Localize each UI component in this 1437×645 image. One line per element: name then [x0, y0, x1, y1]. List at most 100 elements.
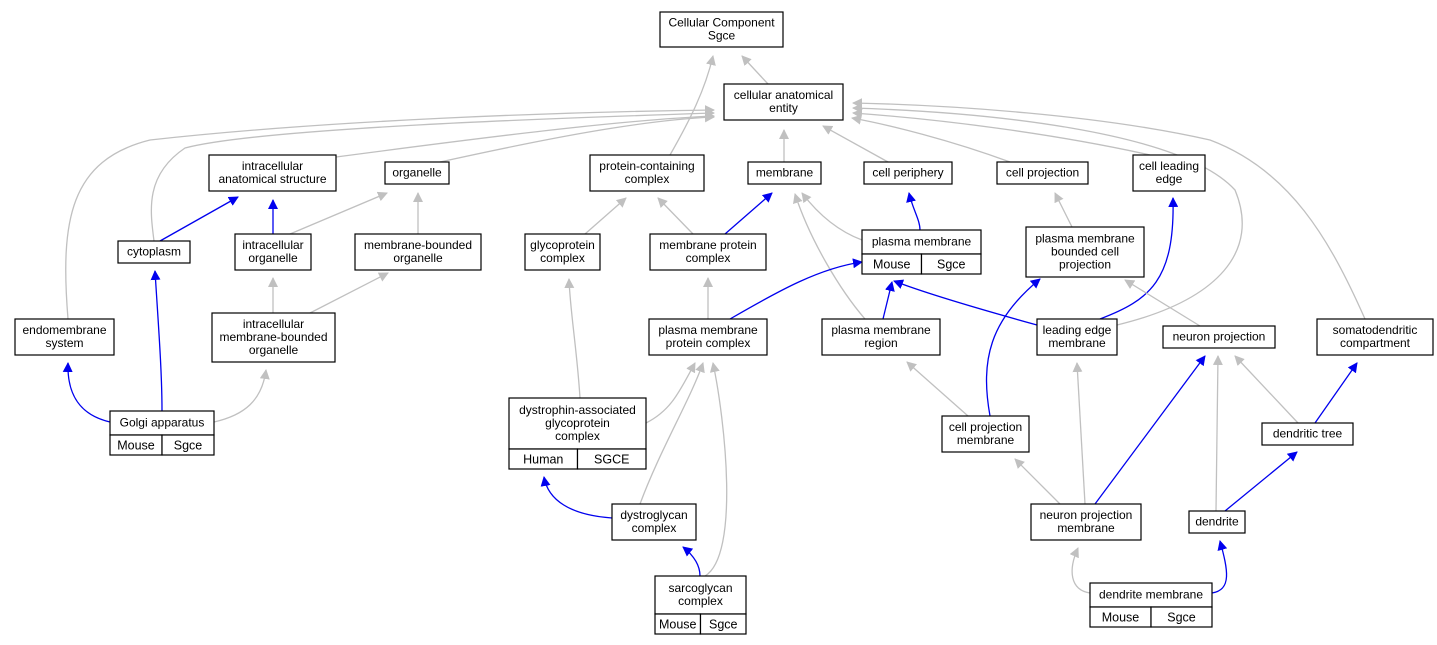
term-label-line: neuron projection	[1040, 508, 1133, 522]
term-label-line: organelle	[249, 343, 299, 357]
edge-pcc-to-cc	[669, 55, 716, 156]
term-box	[611, 503, 697, 541]
edge-cle-to-cae	[852, 108, 1151, 156]
annotation-cell-label: Sgce	[1167, 611, 1196, 625]
annotation-cell-label: Mouse	[873, 258, 911, 272]
term-node-dt[interactable]: dendritic tree	[1261, 422, 1354, 446]
edge-ias-to-cae	[335, 111, 715, 158]
term-label-line: projection	[1059, 258, 1111, 272]
term-label-line: complex	[632, 521, 677, 535]
annotation-cell-label: Sgce	[709, 618, 738, 632]
term-label-line: complex	[540, 251, 585, 265]
term-box	[1261, 422, 1354, 446]
annotation-species-cell: Mouse	[861, 253, 923, 275]
annotation-cell-label: Sgce	[174, 439, 203, 453]
term-box	[211, 312, 336, 363]
term-label-line: intracellular	[242, 238, 303, 252]
edge-endo-to-cae	[65, 105, 715, 320]
edge-dendrite-to-np	[1212, 355, 1223, 512]
term-label-line: organelle	[392, 166, 442, 180]
annotation-cell-label: Sgce	[937, 258, 966, 272]
edge-mpc-to-membrane	[724, 192, 773, 235]
annotation-gene-cell: Sgce	[920, 253, 982, 275]
term-box	[941, 415, 1030, 453]
term-box	[863, 161, 953, 185]
edge-golgi-to-cytoplasm	[150, 270, 163, 412]
term-node-cellprojection[interactable]: cell projection	[996, 161, 1089, 185]
edge-lem-to-pm	[893, 279, 1038, 326]
term-label-line: intracellular	[242, 159, 303, 173]
term-node-dendrite[interactable]: dendrite	[1188, 510, 1246, 534]
edge-dt-to-np	[1234, 355, 1299, 424]
term-box	[1030, 503, 1142, 541]
edge-npm-to-np	[1094, 355, 1206, 505]
term-label-line: plasma membrane	[831, 323, 931, 337]
edge-golgi-to-endo	[62, 362, 111, 423]
term-label-line: membrane	[957, 433, 1015, 447]
term-box	[384, 161, 450, 185]
term-node-dagc[interactable]: dystrophin-associatedglycoproteincomplex…	[508, 397, 647, 470]
edge-npm-to-cpm	[1014, 458, 1061, 505]
term-box	[1162, 325, 1276, 349]
edge-dt-to-sdc	[1314, 362, 1358, 424]
edge-cae-to-cc	[741, 55, 769, 85]
term-box	[659, 11, 784, 48]
edge-imbo-to-mbo	[309, 272, 389, 314]
edge-golgi-to-imbo	[213, 369, 270, 423]
term-label-line: cellular anatomical	[734, 88, 833, 102]
term-box	[821, 318, 941, 356]
edge-pm-to-membrane	[801, 192, 863, 241]
term-label-line: leading edge	[1043, 323, 1112, 337]
term-node-cytoplasm[interactable]: cytoplasm	[117, 240, 191, 264]
term-node-organelle[interactable]: organelle	[384, 161, 450, 185]
annotation-cell-label: Mouse	[1102, 611, 1140, 625]
edge-dm-to-dendrite	[1211, 540, 1228, 594]
term-label-line: organelle	[248, 251, 298, 265]
term-box	[109, 410, 215, 436]
edge-npm-to-lem	[1072, 362, 1086, 505]
edge-cellperiphery-to-cae	[822, 125, 889, 163]
edge-cytoplasm-to-ias	[159, 196, 239, 242]
annotation-species-cell: Mouse	[654, 613, 702, 635]
annotation-cell-box	[1150, 606, 1213, 628]
term-box	[1089, 582, 1213, 608]
term-node-cellperiphery[interactable]: cell periphery	[863, 161, 953, 185]
term-label-line: region	[864, 336, 897, 350]
term-box	[649, 233, 767, 271]
edge-lem-to-cae	[852, 103, 1243, 326]
edge-lem-to-cle	[1099, 197, 1179, 320]
term-label-line: complex	[686, 251, 731, 265]
term-label-line: protein-containing	[599, 159, 694, 173]
term-label-line: Cellular Component	[668, 16, 775, 30]
term-node-membrane[interactable]: membrane	[747, 161, 822, 185]
term-label-line: dendrite membrane	[1099, 588, 1203, 602]
annotation-species-cell: Human	[508, 448, 579, 470]
term-node-np[interactable]: neuron projection	[1162, 325, 1276, 349]
term-label-line: complex	[625, 172, 670, 186]
term-label-line: membrane-bounded	[219, 330, 327, 344]
